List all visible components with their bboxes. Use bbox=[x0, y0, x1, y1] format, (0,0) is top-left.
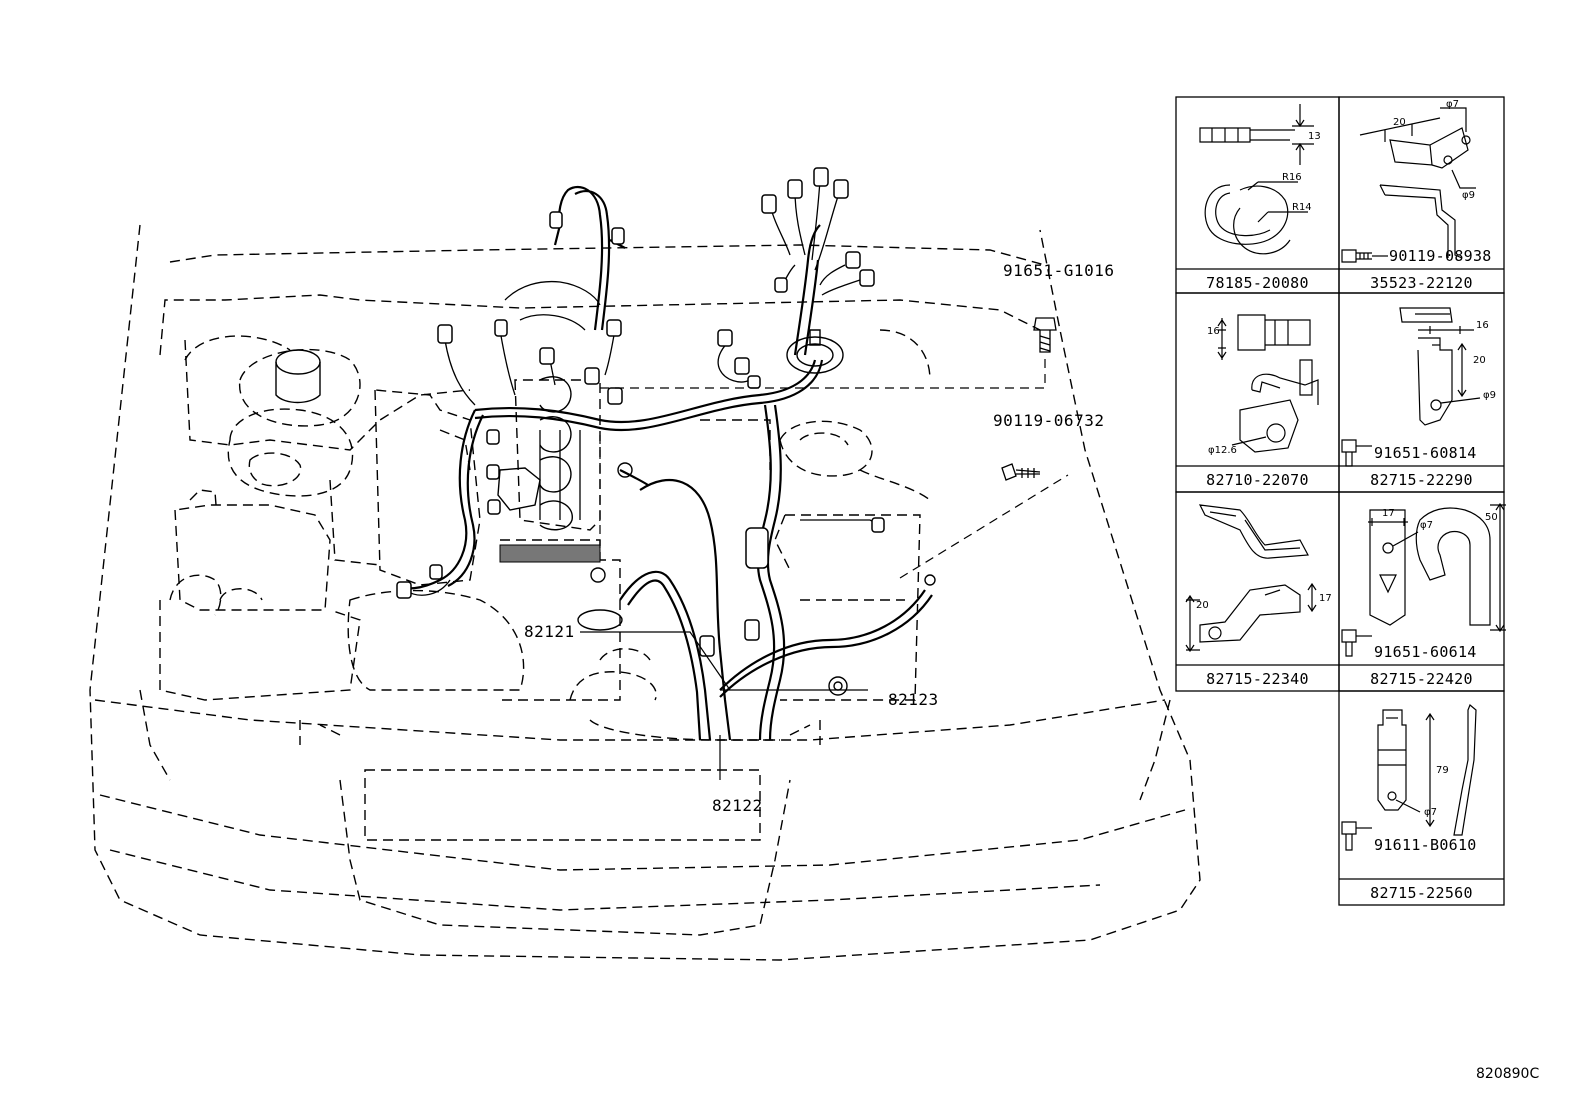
part-number-caption: 82710-22070 bbox=[1206, 471, 1309, 489]
dimension-label: 79 bbox=[1436, 765, 1449, 776]
part-number-caption: 82715-22290 bbox=[1370, 471, 1473, 489]
dimension-label: φ9 bbox=[1462, 190, 1475, 201]
bracket-82715-22560-drawing bbox=[1341, 704, 1477, 851]
callout-grommet-bolt: 91651-G1016 bbox=[1003, 261, 1115, 280]
bracket-82715-22340-drawing bbox=[1185, 504, 1317, 653]
dimension-label: φ7 bbox=[1446, 99, 1459, 110]
part-number-caption: 82715-22420 bbox=[1370, 670, 1473, 688]
harness-connectors bbox=[396, 167, 885, 657]
clip-icon-90119-06732 bbox=[1001, 463, 1041, 481]
dimension-label: φ7 bbox=[1424, 807, 1437, 818]
clip-82710-22070-drawing bbox=[1217, 314, 1319, 453]
clamp-78185-20080-drawing bbox=[1199, 104, 1314, 255]
dimension-label: 17 bbox=[1382, 508, 1395, 519]
engine-components bbox=[275, 329, 936, 696]
dimension-label: 50 bbox=[1485, 512, 1498, 523]
bracket-82715-22420-drawing bbox=[1341, 502, 1506, 657]
dimension-label: 16 bbox=[1476, 320, 1489, 331]
parts-table-grid bbox=[1175, 96, 1505, 906]
dimension-label: φ9 bbox=[1483, 390, 1496, 401]
part-number-caption: 82715-22560 bbox=[1370, 884, 1473, 902]
bolt-part-number: 91651-60614 bbox=[1374, 643, 1477, 661]
dimension-label: 13 bbox=[1308, 131, 1321, 142]
dimension-label: R16 bbox=[1282, 172, 1302, 183]
callout-harness-engine-room: 82121 bbox=[524, 622, 575, 641]
dimension-label: φ7 bbox=[1420, 520, 1433, 531]
dimension-label: 16 bbox=[1207, 326, 1220, 337]
bracket-35523-22120-drawing bbox=[1341, 107, 1476, 263]
diagram-reference-code: 820890C bbox=[1476, 1066, 1540, 1082]
part-number-caption: 35523-22120 bbox=[1370, 274, 1473, 292]
dimension-label: φ12.6 bbox=[1208, 445, 1237, 456]
leader-lines-solid bbox=[580, 631, 868, 780]
bolt-part-number: 91651-60814 bbox=[1374, 444, 1477, 462]
callout-clip-bolt: 90119-06732 bbox=[993, 411, 1105, 430]
dimension-label: 20 bbox=[1393, 117, 1406, 128]
dimension-label: 17 bbox=[1319, 593, 1332, 604]
part-number-caption: 78185-20080 bbox=[1206, 274, 1309, 292]
callout-harness-front: 82122 bbox=[712, 796, 763, 815]
bolt-icon-91651-G1016 bbox=[1033, 317, 1057, 353]
callout-harness-battery: 82123 bbox=[888, 690, 939, 709]
dimension-label: R14 bbox=[1292, 202, 1312, 213]
branch-wires bbox=[404, 179, 881, 596]
bolt-part-number: 91611-B0610 bbox=[1374, 836, 1477, 854]
dimension-label: 20 bbox=[1196, 600, 1209, 611]
leader-lines bbox=[599, 355, 1069, 579]
bracket-82715-22290-drawing bbox=[1341, 307, 1481, 467]
bolt-part-number: 90119-08938 bbox=[1389, 247, 1492, 265]
part-number-caption: 82715-22340 bbox=[1206, 670, 1309, 688]
dimension-label: 20 bbox=[1473, 355, 1486, 366]
wiring-harness bbox=[399, 185, 933, 741]
vehicle-body-outline bbox=[89, 224, 1201, 961]
